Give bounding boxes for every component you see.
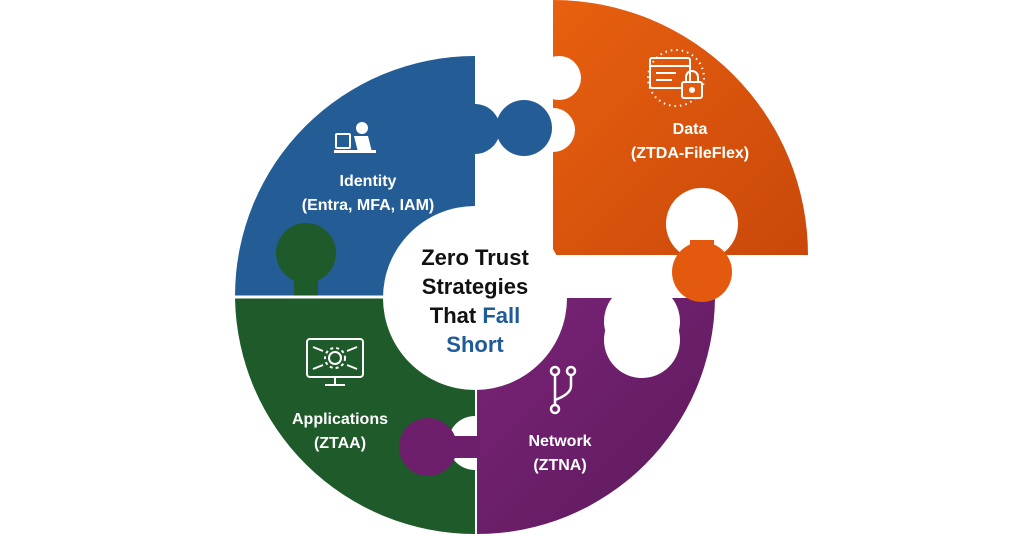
- applications-subtitle: (ZTAA): [313, 435, 367, 452]
- person-at-laptop-icon: [334, 122, 376, 153]
- center-title-line3-accent: Fall: [482, 303, 521, 328]
- locked-browser-window-icon: [647, 49, 705, 107]
- data-segment: [553, 0, 808, 255]
- identity-label: Identity (Entra, MFA, IAM): [268, 170, 468, 218]
- identity-right-knob: [496, 100, 552, 156]
- center-title-line2: Strategies: [421, 274, 529, 299]
- monitor-gear-circuit-icon: [306, 338, 364, 386]
- applications-label: Applications (ZTAA): [240, 408, 440, 456]
- center-title-line4: Short: [446, 332, 504, 357]
- data-label: Data (ZTDA-FileFlex): [590, 118, 790, 166]
- network-subtitle: (ZTNA): [533, 457, 587, 474]
- network-socket-neck: [628, 290, 656, 330]
- applications-title: Applications: [291, 411, 388, 428]
- network-knob-neck: [440, 436, 480, 458]
- data-socket-neck: [530, 65, 560, 91]
- center-title: Zero Trust Strategies That Fall Short: [395, 243, 555, 359]
- center-title-line3: That Fall: [395, 301, 555, 330]
- network-knob: [399, 418, 457, 476]
- identity-title: Identity: [339, 173, 397, 190]
- network-socket: [604, 302, 680, 378]
- data-knob-neck: [690, 240, 714, 260]
- center-title-line1: Zero Trust: [421, 245, 529, 270]
- identity-subtitle: (Entra, MFA, IAM): [301, 197, 435, 214]
- data-title: Data: [672, 121, 708, 138]
- branch-network-icon: [549, 365, 577, 415]
- data-knob: [672, 242, 732, 302]
- center-title-line3-plain: That: [429, 303, 483, 328]
- network-title: Network: [528, 433, 592, 450]
- identity-knob-neck: [294, 270, 318, 300]
- identity-knob: [276, 223, 336, 283]
- network-label: Network (ZTNA): [460, 430, 660, 478]
- data-subtitle: (ZTDA-FileFlex): [630, 145, 750, 162]
